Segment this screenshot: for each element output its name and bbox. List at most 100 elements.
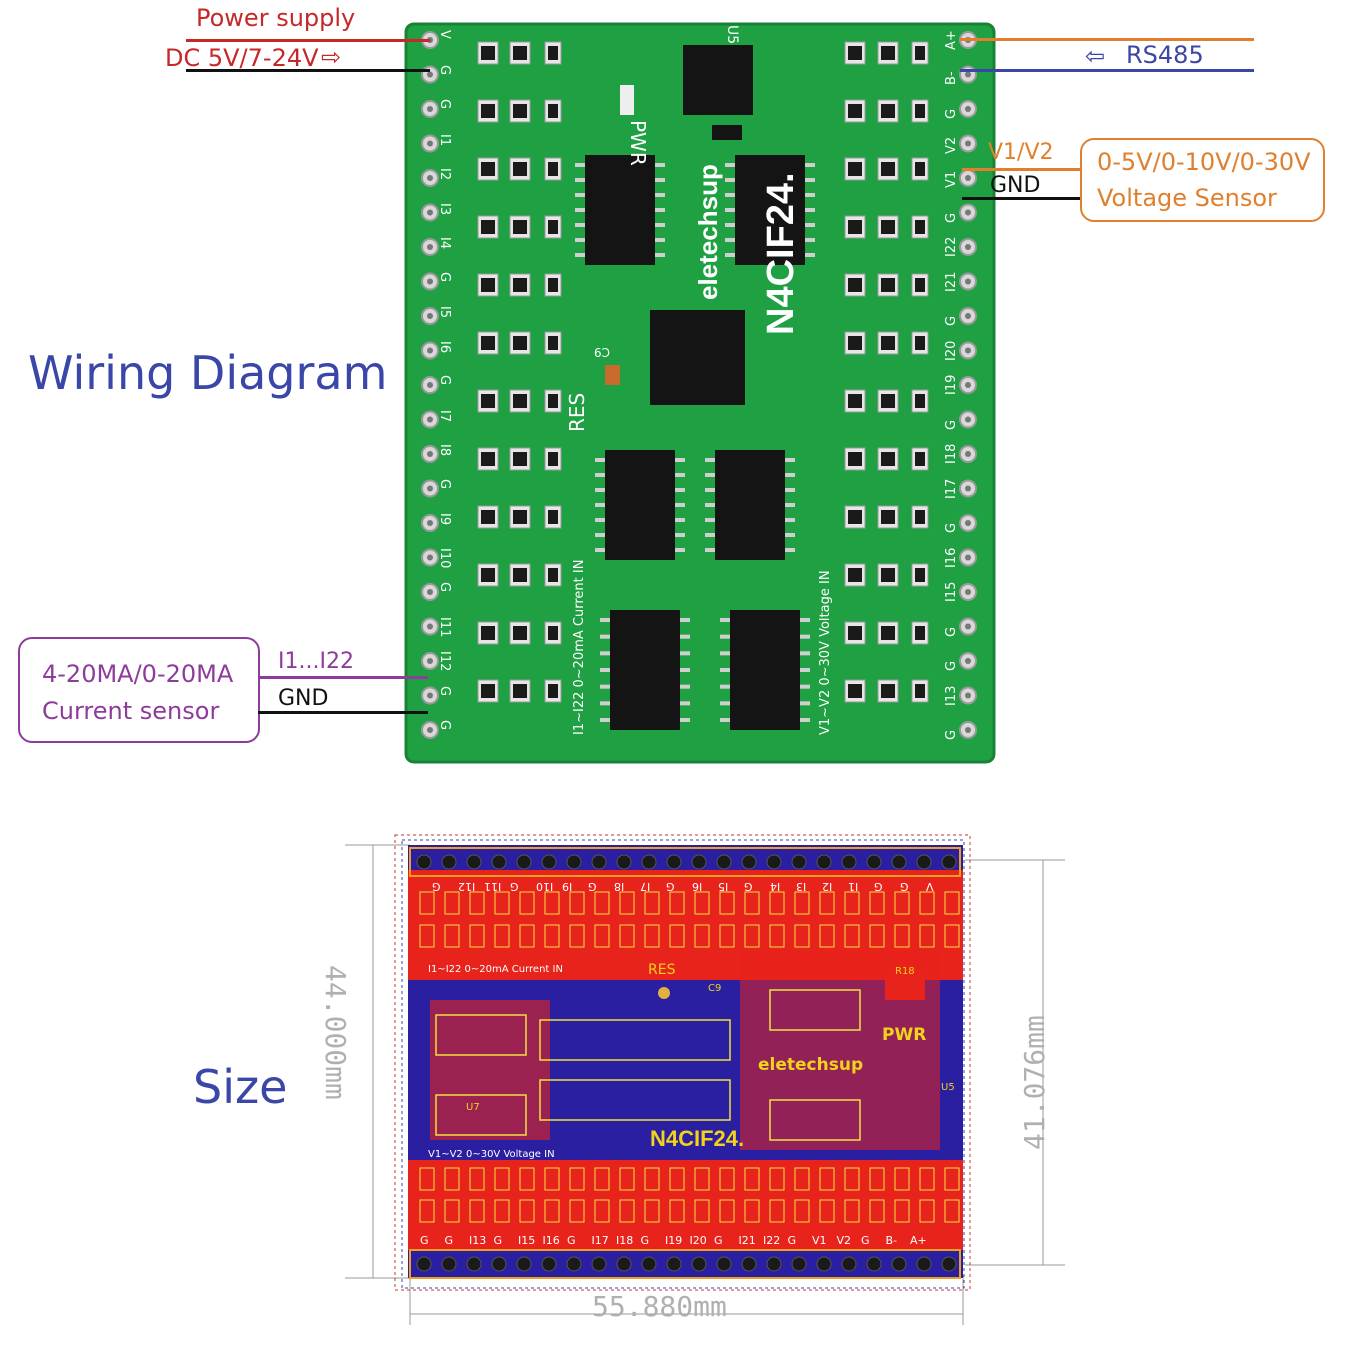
right-pin-label: I20 xyxy=(944,340,959,361)
n4cif24-board-photo xyxy=(404,22,996,764)
pad-outline xyxy=(719,1167,735,1191)
pad-outline xyxy=(494,924,510,948)
size-board-silk-bottom: V1~V2 0~30V Voltage IN xyxy=(428,1149,555,1160)
size-board-silk-top: I1~I22 0~20mA Current IN xyxy=(428,964,563,975)
size-board-u5: U5 xyxy=(941,1082,955,1093)
bottom-header-pad xyxy=(941,1256,957,1272)
voltage-gnd-label: GND xyxy=(990,173,1041,198)
pad-outline xyxy=(694,891,710,915)
bottom-header-pad xyxy=(441,1256,457,1272)
right-pin-label: I15 xyxy=(944,581,959,602)
size-board-c9: C9 xyxy=(708,983,722,994)
pad-outline xyxy=(894,1167,910,1191)
pad-outline xyxy=(619,924,635,948)
left-pin-label: G xyxy=(437,375,452,386)
size-bottom-pin-label: I21 xyxy=(738,1234,756,1247)
pad-outline xyxy=(619,891,635,915)
rs485-a-wire xyxy=(960,38,1254,41)
bottom-header-pad xyxy=(916,1256,932,1272)
bottom-header-pad xyxy=(566,1256,582,1272)
pad-outline xyxy=(694,1167,710,1191)
top-header-pad xyxy=(466,854,482,870)
pad-outline xyxy=(544,924,560,948)
wiring-diagram-title: Wiring Diagram xyxy=(28,346,388,400)
pad-outline xyxy=(769,1199,785,1223)
size-board-pwr: PWR xyxy=(882,1025,927,1045)
pad-outline xyxy=(719,1199,735,1223)
size-bottom-pin-label: G xyxy=(714,1234,723,1247)
bottom-header-pad xyxy=(416,1256,432,1272)
size-top-pin-label: G xyxy=(588,880,597,893)
right-pin-label: I17 xyxy=(944,478,959,499)
pad-outline xyxy=(444,1199,460,1223)
pad-outline xyxy=(419,924,435,948)
voltage-signal-wire xyxy=(962,168,1082,171)
voltage-sensor-box xyxy=(1080,138,1325,222)
pad-outline xyxy=(444,1167,460,1191)
pad-outline xyxy=(844,1167,860,1191)
bottom-header-pad xyxy=(741,1256,757,1272)
size-bottom-pin-label: G xyxy=(640,1234,650,1247)
width-dimension-label: 55.880mm xyxy=(592,1290,727,1323)
pad-outline xyxy=(594,924,610,948)
size-bottom-pin-label: I17 xyxy=(591,1234,609,1247)
top-header-pad xyxy=(791,854,807,870)
power-ground-wire xyxy=(186,69,430,72)
pad-outline xyxy=(744,924,760,948)
size-top-pin-label: I8 xyxy=(614,880,625,893)
pad-outline xyxy=(469,1199,485,1223)
right-pin-label: V1 xyxy=(944,170,959,188)
bottom-header-pad xyxy=(691,1256,707,1272)
pad-outline xyxy=(519,1167,535,1191)
power-positive-wire xyxy=(186,39,430,42)
pad-outline xyxy=(869,1199,885,1223)
top-header-pad xyxy=(891,854,907,870)
pad-outline xyxy=(869,924,885,948)
top-header-pad xyxy=(591,854,607,870)
pad-outline xyxy=(419,1167,435,1191)
right-pin-label: B- xyxy=(944,70,959,85)
right-pin-label: G xyxy=(944,108,959,119)
pad-outline xyxy=(644,891,660,915)
top-header-pad xyxy=(491,854,507,870)
size-title: Size xyxy=(193,1060,288,1114)
pad-outline xyxy=(444,891,460,915)
top-header-pad xyxy=(741,854,757,870)
right-pin-label: I19 xyxy=(944,374,959,395)
pad-outline xyxy=(844,891,860,915)
top-header-pad xyxy=(841,854,857,870)
current-sensor-box xyxy=(18,637,260,743)
pad-outline xyxy=(769,924,785,948)
pad-outline xyxy=(894,924,910,948)
left-pin-label: I3 xyxy=(437,202,452,215)
pad-outline xyxy=(769,891,785,915)
size-top-pin-label: I3 xyxy=(796,880,807,893)
pcb-layout-drawing xyxy=(345,834,1065,1325)
size-bottom-pin-label: G xyxy=(861,1234,870,1247)
top-header-pad xyxy=(441,854,457,870)
current-gnd-label: GND xyxy=(278,686,329,711)
pad-outline xyxy=(694,1199,710,1223)
pad-outline xyxy=(519,891,535,915)
top-header-pad xyxy=(866,854,882,870)
board-silk-voltage: V1~V2 0~30V Voltage IN xyxy=(818,570,833,735)
left-pin-label: I6 xyxy=(437,340,452,353)
bottom-header-pad xyxy=(841,1256,857,1272)
power-supply-label: Power supply xyxy=(196,4,356,32)
right-pin-label: G xyxy=(944,522,959,533)
bottom-header-pad xyxy=(616,1256,632,1272)
pad-outline xyxy=(669,924,685,948)
top-header-pad xyxy=(691,854,707,870)
size-bottom-pin-label: I13 xyxy=(469,1234,487,1247)
pad-outline xyxy=(544,1199,560,1223)
size-bottom-pin-label: I20 xyxy=(689,1234,707,1247)
pad-outline xyxy=(894,1199,910,1223)
left-pin-label: I1 xyxy=(437,133,452,146)
pad-outline xyxy=(494,891,510,915)
size-top-pin-label: I2 xyxy=(822,880,833,893)
pad-outline xyxy=(944,891,960,915)
size-bottom-pin-label: I16 xyxy=(542,1234,560,1247)
rs485-label: RS485 xyxy=(1126,41,1204,69)
size-bottom-pin-label: G xyxy=(567,1234,576,1247)
pad-outline xyxy=(469,1167,485,1191)
